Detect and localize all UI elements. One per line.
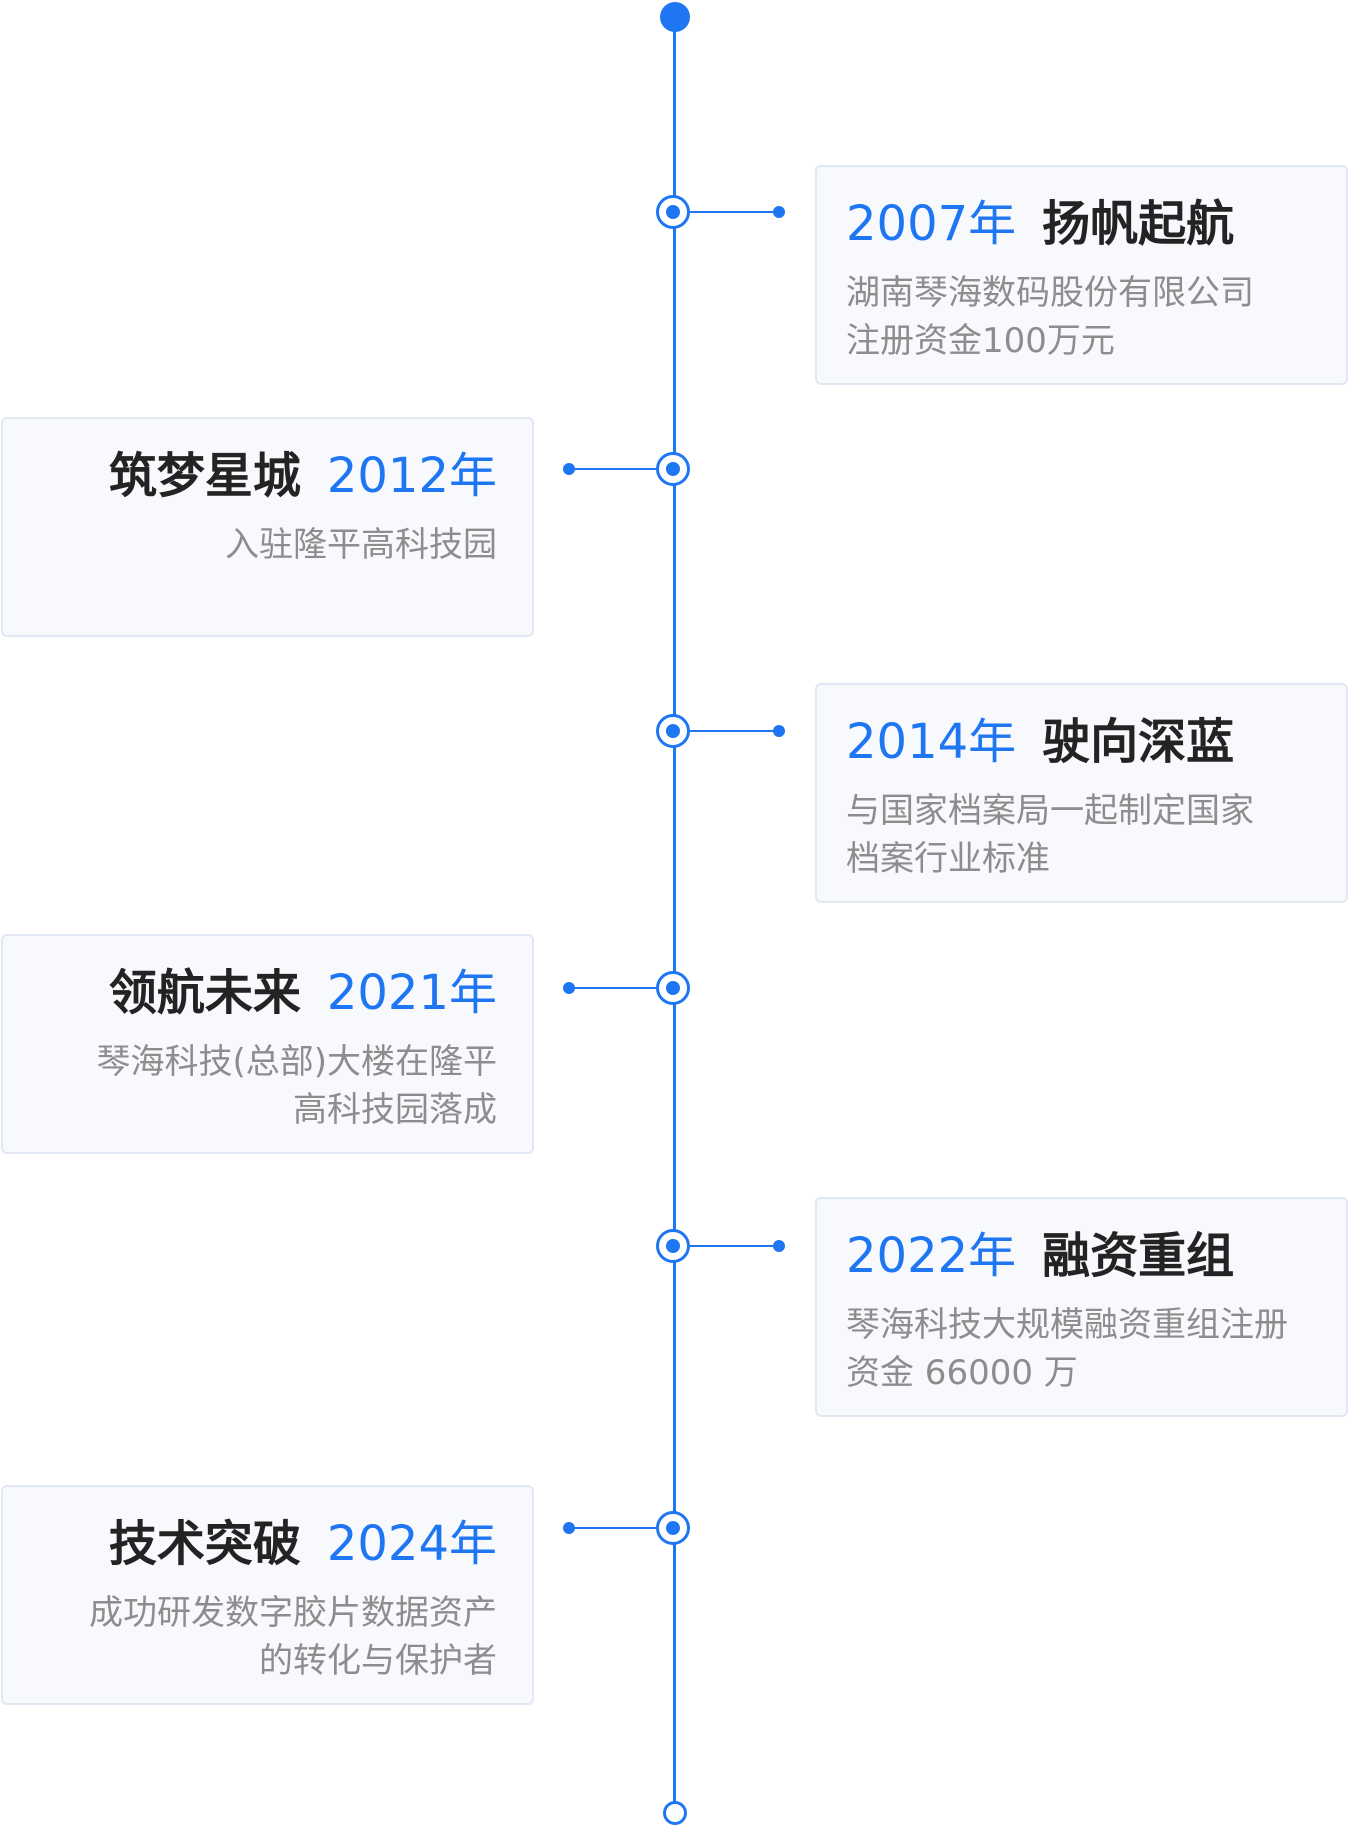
milestone-title: 驶向深蓝 xyxy=(1042,714,1235,770)
timeline-node-2014 xyxy=(656,714,690,748)
milestone-card-2007: 2007年扬帆起航 湖南琴海数码股份有限公司 注册资金100万元 xyxy=(815,165,1348,385)
milestone-year: 2021年 xyxy=(326,965,497,1021)
connector-2024 xyxy=(570,1527,656,1529)
connector-2012 xyxy=(570,468,656,470)
connector-dot-2024 xyxy=(563,1522,575,1534)
milestone-heading: 2014年驶向深蓝 xyxy=(846,709,1346,775)
connector-2022 xyxy=(690,1245,778,1247)
milestone-card-2014: 2014年驶向深蓝 与国家档案局一起制定国家 档案行业标准 xyxy=(815,683,1348,903)
milestone-description: 琴海科技(总部)大楼在隆平 高科技园落成 xyxy=(96,1042,497,1130)
connector-dot-2012 xyxy=(563,463,575,475)
milestone-card-2021: 领航未来 2021年 琴海科技(总部)大楼在隆平 高科技园落成 xyxy=(1,934,534,1154)
milestone-card-2022: 2022年融资重组 琴海科技大规模融资重组注册 资金 66000 万 xyxy=(815,1197,1348,1417)
connector-dot-2022 xyxy=(773,1240,785,1252)
milestone-year: 2014年 xyxy=(846,714,1017,770)
milestone-title: 融资重组 xyxy=(1042,1228,1235,1284)
milestone-title: 领航未来 xyxy=(108,965,301,1021)
milestone-year: 2022年 xyxy=(846,1228,1017,1284)
milestone-card-2024: 技术突破 2024年 成功研发数字胶片数据资产 的转化与保护者 xyxy=(1,1485,534,1705)
milestone-card-2012: 筑梦星城 2012年 入驻隆平高科技园 xyxy=(1,417,534,637)
milestone-heading: 领航未来 2021年 xyxy=(3,960,497,1026)
milestone-description: 入驻隆平高科技园 xyxy=(225,525,497,565)
milestone-title: 筑梦星城 xyxy=(108,448,301,504)
connector-2007 xyxy=(690,211,778,213)
connector-dot-2007 xyxy=(773,206,785,218)
milestone-heading: 2007年扬帆起航 xyxy=(846,191,1346,257)
timeline-node-2024 xyxy=(656,1511,690,1545)
milestone-description: 湖南琴海数码股份有限公司 注册资金100万元 xyxy=(846,273,1254,361)
milestone-title: 技术突破 xyxy=(108,1516,301,1572)
timeline-node-2021 xyxy=(656,971,690,1005)
timeline-node-2012 xyxy=(656,452,690,486)
connector-2014 xyxy=(690,730,778,732)
milestone-heading: 2022年融资重组 xyxy=(846,1223,1346,1289)
milestone-description: 琴海科技大规模融资重组注册 资金 66000 万 xyxy=(846,1305,1288,1393)
timeline-node-2007 xyxy=(656,195,690,229)
milestone-heading: 技术突破 2024年 xyxy=(3,1511,497,1577)
timeline-start-dot xyxy=(660,2,690,32)
milestone-description: 成功研发数字胶片数据资产 的转化与保护者 xyxy=(89,1593,497,1681)
milestone-title: 扬帆起航 xyxy=(1042,196,1235,252)
timeline-end-dot xyxy=(663,1801,687,1825)
milestone-heading: 筑梦星城 2012年 xyxy=(3,443,497,509)
connector-2021 xyxy=(570,987,656,989)
connector-dot-2021 xyxy=(563,982,575,994)
connector-dot-2014 xyxy=(773,725,785,737)
milestone-description: 与国家档案局一起制定国家 档案行业标准 xyxy=(846,791,1254,879)
milestone-year: 2024年 xyxy=(326,1516,497,1572)
timeline-axis xyxy=(673,16,676,1810)
milestone-year: 2007年 xyxy=(846,196,1017,252)
milestone-year: 2012年 xyxy=(326,448,497,504)
timeline-node-2022 xyxy=(656,1229,690,1263)
